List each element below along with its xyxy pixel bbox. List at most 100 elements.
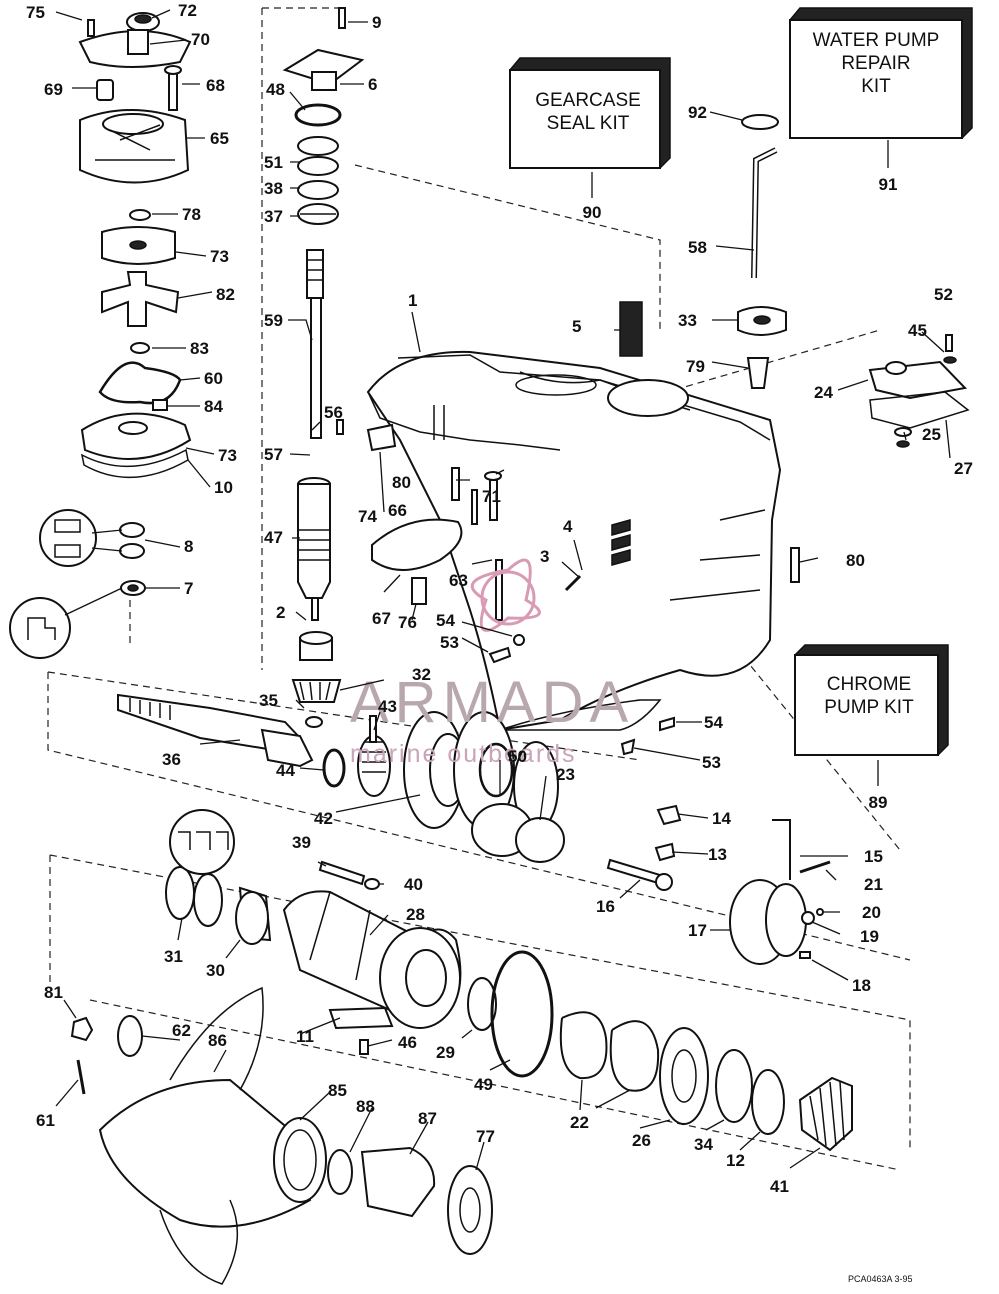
part-label-80-left: 80 xyxy=(392,473,411,492)
water-pump-kit-line2: REPAIR xyxy=(841,53,910,74)
watermark-tagline: marine outboards xyxy=(350,740,577,768)
part-label-54-lower: 54 xyxy=(704,713,723,732)
part-label-35: 35 xyxy=(259,691,278,710)
part-label-25: 25 xyxy=(922,425,941,444)
part-label-51: 51 xyxy=(264,153,283,172)
part-label-67: 67 xyxy=(372,609,391,628)
part-label-44: 44 xyxy=(276,761,295,780)
part-label-89: 89 xyxy=(869,793,888,812)
part-label-73-top: 73 xyxy=(210,247,229,266)
watermark: ARMADA marine outboards xyxy=(350,558,634,768)
part-label-3: 3 xyxy=(540,547,549,566)
part-label-14: 14 xyxy=(712,809,731,828)
part-label-48: 48 xyxy=(266,80,285,99)
part-label-72: 72 xyxy=(178,1,197,20)
part-label-23: 23 xyxy=(556,765,575,784)
part-label-81: 81 xyxy=(44,983,63,1002)
part-label-12: 12 xyxy=(726,1151,745,1170)
part-label-45: 45 xyxy=(908,321,927,340)
part-label-60: 60 xyxy=(204,369,223,388)
water-pump-stack xyxy=(78,12,192,479)
part-label-34: 34 xyxy=(694,1135,713,1154)
part-label-84: 84 xyxy=(204,397,223,416)
part-label-7: 7 xyxy=(184,579,193,598)
part-label-19: 19 xyxy=(860,927,879,946)
driveshaft-stack xyxy=(282,7,365,728)
part-label-71: 71 xyxy=(482,487,501,506)
watermark-brand: ARMADA xyxy=(350,670,634,735)
part-label-30: 30 xyxy=(206,961,225,980)
part-label-62: 62 xyxy=(172,1021,191,1040)
propshaft-gear-assembly xyxy=(117,693,853,1152)
part-label-58: 58 xyxy=(688,238,707,257)
part-label-49: 49 xyxy=(474,1075,493,1094)
part-label-5: 5 xyxy=(572,317,581,336)
part-label-53-upper: 53 xyxy=(440,633,459,652)
part-label-28: 28 xyxy=(406,905,425,924)
part-label-42: 42 xyxy=(314,809,333,828)
propeller-assembly xyxy=(70,986,493,1285)
part-label-32: 32 xyxy=(412,665,431,684)
part-label-39: 39 xyxy=(292,833,311,852)
part-label-74: 74 xyxy=(358,507,377,526)
part-label-47: 47 xyxy=(264,528,283,547)
part-label-50: 50 xyxy=(508,747,527,766)
part-label-33: 33 xyxy=(678,311,697,330)
part-label-26: 26 xyxy=(632,1131,651,1150)
part-label-15: 15 xyxy=(864,847,883,866)
part-label-36: 36 xyxy=(162,750,181,769)
part-number-labels: 75 72 70 69 68 65 78 73 82 83 60 84 73 1… xyxy=(26,1,973,1196)
part-label-6: 6 xyxy=(368,75,377,94)
part-label-80-right: 80 xyxy=(846,551,865,570)
part-label-43: 43 xyxy=(378,697,397,716)
part-label-85: 85 xyxy=(328,1081,347,1100)
gearcase-seal-kit-box: GEARCASE SEAL KIT 90 xyxy=(509,57,671,222)
part-label-1: 1 xyxy=(408,291,417,310)
part-label-52: 52 xyxy=(934,285,953,304)
part-label-63: 63 xyxy=(449,571,468,590)
water-pump-repair-kit-box: WATER PUMP REPAIR KIT 91 xyxy=(789,7,973,194)
part-label-59: 59 xyxy=(264,311,283,330)
part-label-13: 13 xyxy=(708,845,727,864)
part-label-22: 22 xyxy=(570,1113,589,1132)
part-label-9: 9 xyxy=(372,13,381,32)
part-label-86: 86 xyxy=(208,1031,227,1050)
part-label-21: 21 xyxy=(864,875,883,894)
part-label-17: 17 xyxy=(688,921,707,940)
part-label-46: 46 xyxy=(398,1033,417,1052)
part-label-70: 70 xyxy=(191,30,210,49)
part-label-88: 88 xyxy=(356,1097,375,1116)
gearcase-kit-line1: GEARCASE xyxy=(535,90,641,111)
part-label-83: 83 xyxy=(190,339,209,358)
part-label-91: 91 xyxy=(879,175,898,194)
chrome-pump-kit-box: CHROME PUMP KIT 89 xyxy=(794,644,949,812)
housing-fittings xyxy=(366,114,970,756)
part-label-92: 92 xyxy=(688,103,707,122)
part-label-53-lower: 53 xyxy=(702,753,721,772)
part-label-54-upper: 54 xyxy=(436,611,455,630)
part-label-56: 56 xyxy=(324,403,343,422)
part-label-78: 78 xyxy=(182,205,201,224)
part-label-24: 24 xyxy=(814,383,833,402)
part-label-82: 82 xyxy=(216,285,235,304)
part-label-41: 41 xyxy=(770,1177,789,1196)
part-label-27: 27 xyxy=(954,459,973,478)
part-label-11: 11 xyxy=(296,1027,314,1046)
part-label-76: 76 xyxy=(398,613,417,632)
part-label-68: 68 xyxy=(206,76,225,95)
leader-lines xyxy=(55,9,951,1171)
part-label-20: 20 xyxy=(862,903,881,922)
water-pump-kit-line1: WATER PUMP xyxy=(813,30,940,51)
part-label-29: 29 xyxy=(436,1043,455,1062)
part-label-8: 8 xyxy=(184,537,193,556)
part-label-90: 90 xyxy=(583,203,602,222)
part-label-38: 38 xyxy=(264,179,283,198)
part-label-66: 66 xyxy=(388,501,407,520)
chrome-kit-line2: PUMP KIT xyxy=(824,697,914,718)
part-label-4: 4 xyxy=(563,517,573,536)
part-label-40: 40 xyxy=(404,875,423,894)
part-label-77: 77 xyxy=(476,1127,495,1146)
part-label-61: 61 xyxy=(36,1111,55,1130)
water-pump-kit-line3: KIT xyxy=(861,76,891,97)
